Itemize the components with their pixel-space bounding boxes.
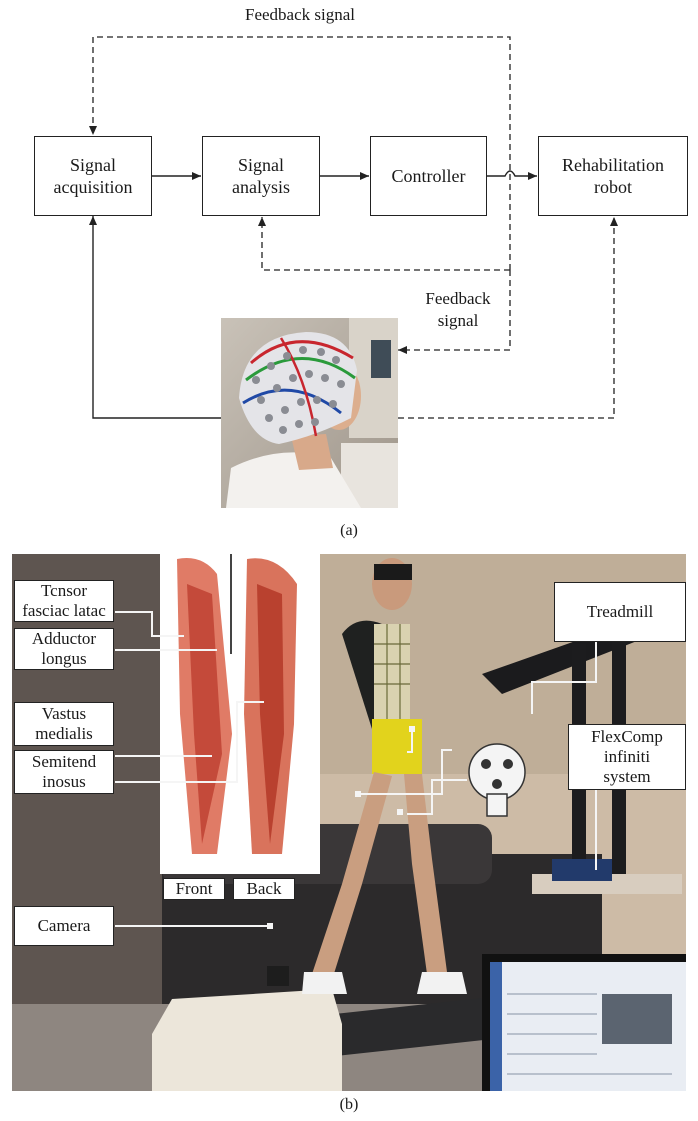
label-tensor-fasciae-latae: Tcnsor fasciac latac bbox=[14, 580, 114, 622]
signal-analysis-box: Signal analysis bbox=[202, 136, 320, 216]
arrow-photo-to-acquisition bbox=[93, 216, 222, 418]
controller-box: Controller bbox=[370, 136, 487, 216]
feedback-to-analysis bbox=[262, 217, 510, 270]
panel-b-photo: Tcnsor fasciac latac Adductor longus Vas… bbox=[12, 554, 686, 1091]
signal-acquisition-box: Signal acquisition bbox=[34, 136, 152, 216]
label-camera: Camera bbox=[14, 906, 114, 946]
label-front: Front bbox=[163, 878, 225, 900]
label-adductor-longus: Adductor longus bbox=[14, 628, 114, 670]
label-treadmill: Treadmill bbox=[554, 582, 686, 642]
label-vastus-medialis: Vastus medialis bbox=[14, 702, 114, 746]
arrow-controller-to-robot bbox=[487, 171, 537, 176]
label-back: Back bbox=[233, 878, 295, 900]
label-flexcomp-infiniti-system: FlexComp infiniti system bbox=[568, 724, 686, 790]
caption-a: (a) bbox=[0, 522, 698, 540]
eeg-cap-photo bbox=[221, 318, 398, 508]
rehabilitation-robot-box: Rehabilitation robot bbox=[538, 136, 688, 216]
mid-feedback-label: Feedback signal bbox=[398, 288, 518, 332]
caption-b: (b) bbox=[0, 1096, 698, 1114]
top-feedback-label: Feedback signal bbox=[200, 4, 400, 26]
label-semitendinosus: Semitend inosus bbox=[14, 750, 114, 794]
